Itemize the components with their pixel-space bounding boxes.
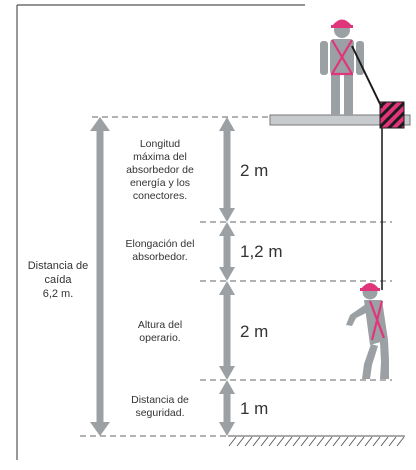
absorber-length-arrow — [219, 117, 235, 222]
absorber-elongation-arrow — [219, 222, 235, 281]
ground — [228, 435, 405, 447]
absorber-length-value: 2 m — [240, 161, 269, 180]
worker-height-arrow — [219, 281, 235, 380]
standing-worker-figure — [320, 19, 383, 115]
absorber-elongation-label: Elongación del absorbedor. — [125, 238, 195, 263]
absorber-elongation-value: 1,2 m — [240, 242, 283, 261]
worker-height-value: 2 m — [240, 322, 269, 341]
safety-distance-arrow — [219, 380, 235, 436]
fall-distance-label: Distancia de caída 6,2 m. — [27, 260, 89, 300]
absorber-length-label: Longitud máxima del absorbedor de energí… — [126, 138, 194, 202]
anchor-box — [379, 101, 405, 129]
safety-distance-value: 1 m — [240, 399, 269, 418]
falling-worker-figure — [346, 283, 389, 379]
worker-height-label: Altura del operario. — [137, 319, 183, 344]
safety-distance-label: Distancia de seguridad. — [131, 394, 189, 419]
fall-distance-arrow — [90, 117, 110, 436]
